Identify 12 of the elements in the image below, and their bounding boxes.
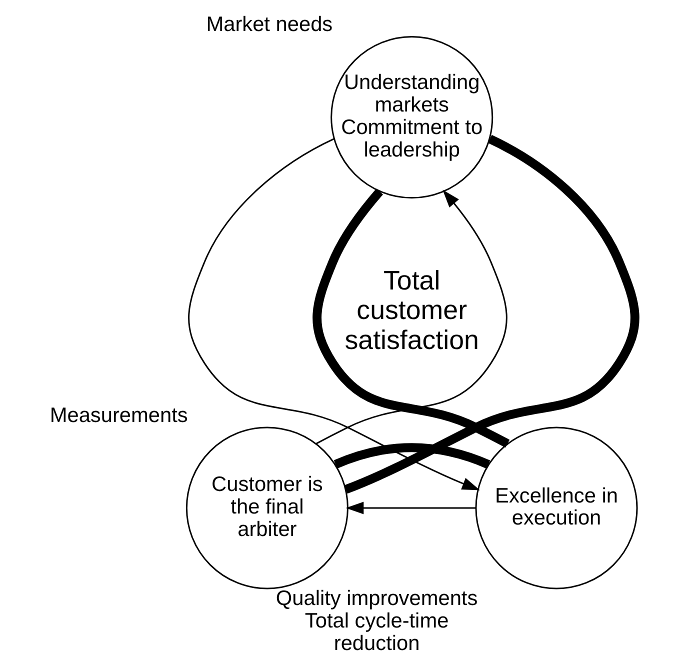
arrow bbox=[345, 502, 476, 514]
arrow bbox=[188, 138, 480, 490]
connector bbox=[344, 134, 639, 494]
connector bbox=[333, 443, 490, 469]
node-label: Quality improvements bbox=[275, 587, 478, 610]
node-label: Total cycle-time reduction bbox=[304, 610, 448, 655]
node-circle: Understanding markets Commitment to leadership bbox=[330, 36, 493, 199]
node-circle: Excellence in execution bbox=[474, 426, 638, 590]
node-circle: Customer is the final arbiter bbox=[185, 426, 348, 590]
label: Total customer satisfaction bbox=[344, 265, 478, 356]
node-label: Measurements bbox=[49, 404, 188, 427]
node-label: Market needs bbox=[206, 13, 332, 36]
